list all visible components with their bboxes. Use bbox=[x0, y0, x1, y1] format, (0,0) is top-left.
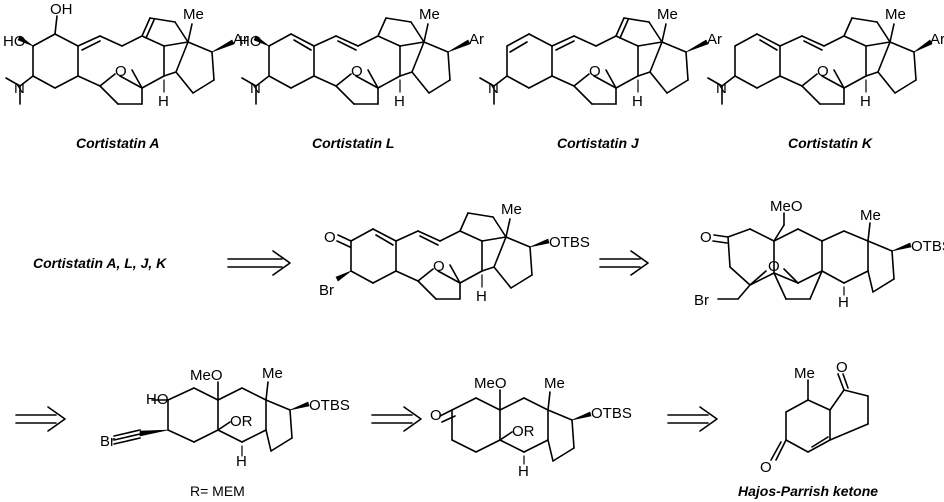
h-label: H bbox=[394, 93, 405, 110]
h-label: H bbox=[838, 294, 849, 311]
n-label: N bbox=[488, 80, 499, 97]
or-label: OR bbox=[230, 413, 253, 430]
ketone-intermediate: O MeO OR Me OTBS H bbox=[430, 375, 632, 480]
bromoalkynyl-alcohol-intermediate: HO Br MeO OR Me OTBS H bbox=[100, 365, 350, 470]
otbs-label: OTBS bbox=[591, 405, 632, 422]
me-label: Me bbox=[419, 6, 440, 23]
h-label: H bbox=[632, 93, 643, 110]
ketone-o-label: O bbox=[430, 407, 442, 424]
me-label: Me bbox=[657, 6, 678, 23]
o-bridge-label: O bbox=[433, 258, 445, 275]
retro-arrow-1 bbox=[227, 250, 291, 276]
caption-cortistatin-l: Cortistatin L bbox=[312, 135, 394, 151]
retro-arrow-2 bbox=[599, 250, 649, 276]
me-label: Me bbox=[501, 201, 522, 218]
otbs-label: OTBS bbox=[309, 397, 350, 414]
h-label: H bbox=[158, 93, 169, 110]
caption-cortistatin-k: Cortistatin K bbox=[788, 135, 873, 151]
retro-arrow-5 bbox=[667, 406, 718, 432]
bromoenone-intermediate: O Br O Me OTBS H bbox=[319, 201, 590, 305]
br-label: Br bbox=[319, 282, 334, 299]
hajos-parrish-ketone-structure: Me O O bbox=[760, 359, 869, 476]
ho-label: HO bbox=[3, 33, 26, 50]
or-label: OR bbox=[512, 423, 535, 440]
otbs-label: OTBS bbox=[911, 238, 944, 255]
cortistatin-k-structure: N O Me Ar H bbox=[707, 6, 944, 110]
me-label: Me bbox=[262, 365, 283, 382]
o-bridge-label: O bbox=[115, 63, 127, 80]
o-bridge-label: O bbox=[351, 63, 363, 80]
otbs-label: OTBS bbox=[549, 234, 590, 251]
h-label: H bbox=[476, 288, 487, 305]
h-label: H bbox=[860, 93, 871, 110]
o-bridge-label: O bbox=[589, 63, 601, 80]
me-label: Me bbox=[544, 375, 565, 392]
me-label: Me bbox=[860, 207, 881, 224]
meo-label: MeO bbox=[474, 375, 507, 392]
me-label: Me bbox=[885, 6, 906, 23]
meo-label: MeO bbox=[190, 367, 223, 384]
me-label: Me bbox=[794, 365, 815, 382]
caption-hajos-parrish-ketone: Hajos-Parrish ketone bbox=[738, 483, 878, 499]
retro-arrow-3 bbox=[15, 406, 66, 432]
ketone-o-bottom-label: O bbox=[760, 459, 772, 476]
caption-cortistatin-j: Cortistatin J bbox=[557, 135, 640, 151]
br-label: Br bbox=[100, 433, 115, 450]
n-label: N bbox=[250, 80, 261, 97]
br-label: Br bbox=[694, 292, 709, 309]
ar-label: Ar bbox=[469, 31, 484, 48]
cortistatin-a-structure: OH HO N O Me Ar H bbox=[3, 1, 248, 110]
cortistatin-l-structure: HO N O Me Ar H bbox=[239, 6, 484, 110]
ho-label: HO bbox=[146, 391, 169, 408]
meo-label: MeO bbox=[770, 198, 803, 215]
h-label: H bbox=[236, 453, 247, 470]
caption-targets: Cortistatin A, L, J, K bbox=[33, 255, 167, 271]
ar-label: Ar bbox=[233, 31, 248, 48]
caption-cortistatin-a: Cortistatin A bbox=[76, 135, 159, 151]
ho-label: HO bbox=[239, 33, 262, 50]
ketone-o-top-label: O bbox=[836, 359, 848, 376]
oh-label: OH bbox=[50, 1, 73, 18]
n-label: N bbox=[716, 80, 727, 97]
ketone-o-label: O bbox=[700, 229, 712, 246]
ketone-o-label: O bbox=[324, 229, 336, 246]
r-definition: R= MEM bbox=[190, 483, 245, 499]
cortistatin-j-structure: N O Me Ar H bbox=[479, 6, 722, 110]
o-bridge-label: O bbox=[768, 258, 780, 275]
ar-label: Ar bbox=[930, 31, 944, 48]
n-label: N bbox=[14, 80, 25, 97]
me-label: Me bbox=[183, 6, 204, 23]
ar-label: Ar bbox=[707, 31, 722, 48]
bromomethyl-ketone-intermediate: O Br O MeO Me OTBS H bbox=[694, 198, 944, 311]
retro-arrow-4 bbox=[371, 406, 422, 432]
o-bridge-label: O bbox=[817, 63, 829, 80]
h-label: H bbox=[518, 463, 529, 480]
